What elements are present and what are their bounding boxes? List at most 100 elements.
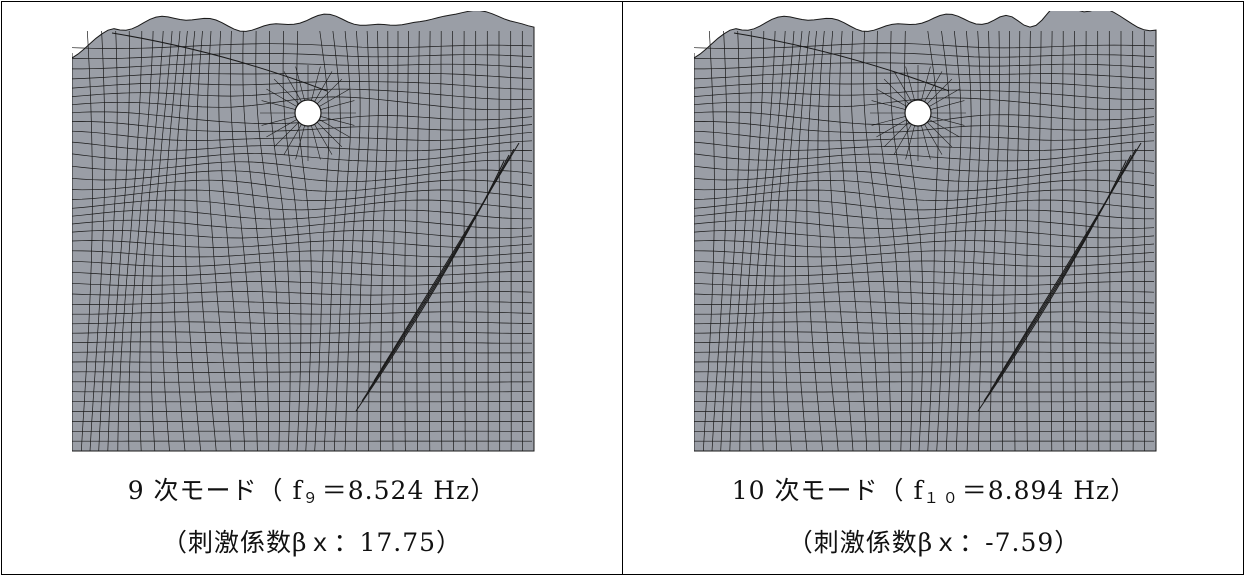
mesh-line (173, 30, 188, 452)
participation-caption: （刺激係数βｘ：17.75） (161, 528, 463, 557)
mesh-line (694, 351, 1155, 354)
mesh-line (72, 169, 533, 183)
mesh-line (150, 30, 173, 452)
mesh-line (694, 281, 1155, 286)
mesh-line (739, 30, 765, 452)
mesh-line (694, 150, 1155, 162)
mesh-line (463, 31, 466, 451)
mesh-line (694, 140, 1155, 151)
mesh-line (316, 78, 343, 105)
mesh-line (694, 169, 1155, 182)
mesh-line (694, 62, 1155, 70)
mesh-line (269, 30, 291, 452)
mesh-line (72, 179, 533, 192)
mesh-line (72, 371, 533, 373)
mesh-line (990, 30, 1000, 451)
mesh-line (207, 30, 232, 452)
mesh-line (72, 159, 533, 173)
mesh-line (930, 100, 965, 110)
mesh-line (1132, 31, 1134, 452)
mesh-line (1014, 30, 1021, 452)
mesh-line (694, 291, 1155, 296)
mesh-line (311, 66, 321, 101)
mesh-line (850, 30, 880, 452)
mesh-line (314, 71, 333, 102)
mesh-line (266, 88, 297, 107)
mesh-line (694, 321, 1155, 325)
mesh-line (242, 30, 270, 451)
mesh-line (893, 124, 912, 155)
frequency-subscript: １０ (923, 489, 962, 507)
mesh-line (694, 250, 1155, 258)
mesh-line (139, 30, 164, 452)
mesh-line (451, 30, 454, 452)
mesh-line (261, 116, 296, 126)
mode-label: 9 次モード（ f (127, 476, 303, 505)
mesh-line (694, 72, 1155, 80)
mesh-line (72, 130, 533, 141)
fault-line (733, 32, 950, 92)
mesh-line (72, 209, 532, 220)
tunnel-opening (904, 99, 932, 127)
mesh-line (72, 81, 533, 90)
mesh-line (795, 30, 810, 452)
mesh-line (729, 30, 752, 452)
mesh-line (694, 43, 1155, 49)
mesh-line (72, 341, 532, 344)
mesh-line (72, 230, 533, 239)
mesh-line (871, 116, 906, 126)
mesh-line (475, 31, 478, 452)
mesh-line (694, 270, 1155, 277)
mesh-line (498, 31, 501, 451)
mesh-line (72, 281, 533, 286)
mesh-line (1097, 31, 1100, 452)
mesh-line (694, 121, 1155, 133)
mesh-line (876, 119, 907, 138)
mesh-line (72, 219, 533, 229)
mesh-plot-mode-9 (72, 11, 542, 461)
mesh-line (839, 30, 868, 452)
mesh-line (72, 140, 533, 152)
mesh-line (283, 124, 302, 155)
mesh-line (117, 30, 143, 452)
mesh-line (921, 66, 931, 101)
mesh-line (319, 119, 350, 138)
mesh-line (921, 125, 931, 160)
mesh-line (72, 73, 533, 80)
mesh-line (694, 219, 1155, 229)
mesh-line (694, 341, 1154, 344)
mesh-line (694, 179, 1155, 192)
frequency-subscript: ９ (302, 489, 322, 507)
mesh-line (930, 116, 965, 126)
mesh-line (926, 78, 953, 105)
fault-line (373, 142, 520, 382)
mesh-line (694, 230, 1155, 239)
mesh-line (893, 71, 912, 102)
mesh-line (72, 311, 533, 315)
mesh-line (195, 30, 217, 452)
mesh-line (761, 30, 786, 452)
mesh-line (320, 100, 355, 110)
frequency-value: ＝8.524 Hz） (321, 476, 497, 505)
mode-caption: 10 次モード（ f１０＝8.894 Hz） (624, 471, 1244, 507)
fault-line (361, 154, 510, 402)
mesh-line (80, 30, 93, 452)
mesh-line (883, 121, 910, 148)
mesh-line (1062, 31, 1065, 452)
mesh-line (72, 291, 533, 296)
mesh-line (273, 78, 300, 105)
mesh-line (72, 321, 533, 325)
mesh-line (863, 30, 892, 451)
mesh-line (72, 96, 533, 111)
mesh-line (955, 30, 972, 452)
mesh-line (1050, 30, 1053, 452)
deformed-mesh (72, 11, 535, 452)
mesh-line (72, 63, 533, 70)
frequency-value: ＝8.894 Hz） (961, 476, 1137, 505)
mesh-line (510, 31, 512, 452)
mesh-line (772, 30, 795, 452)
mesh-line (828, 30, 854, 452)
fault-line (111, 32, 328, 92)
mesh-line (694, 371, 1155, 373)
mesh-line (486, 31, 489, 451)
